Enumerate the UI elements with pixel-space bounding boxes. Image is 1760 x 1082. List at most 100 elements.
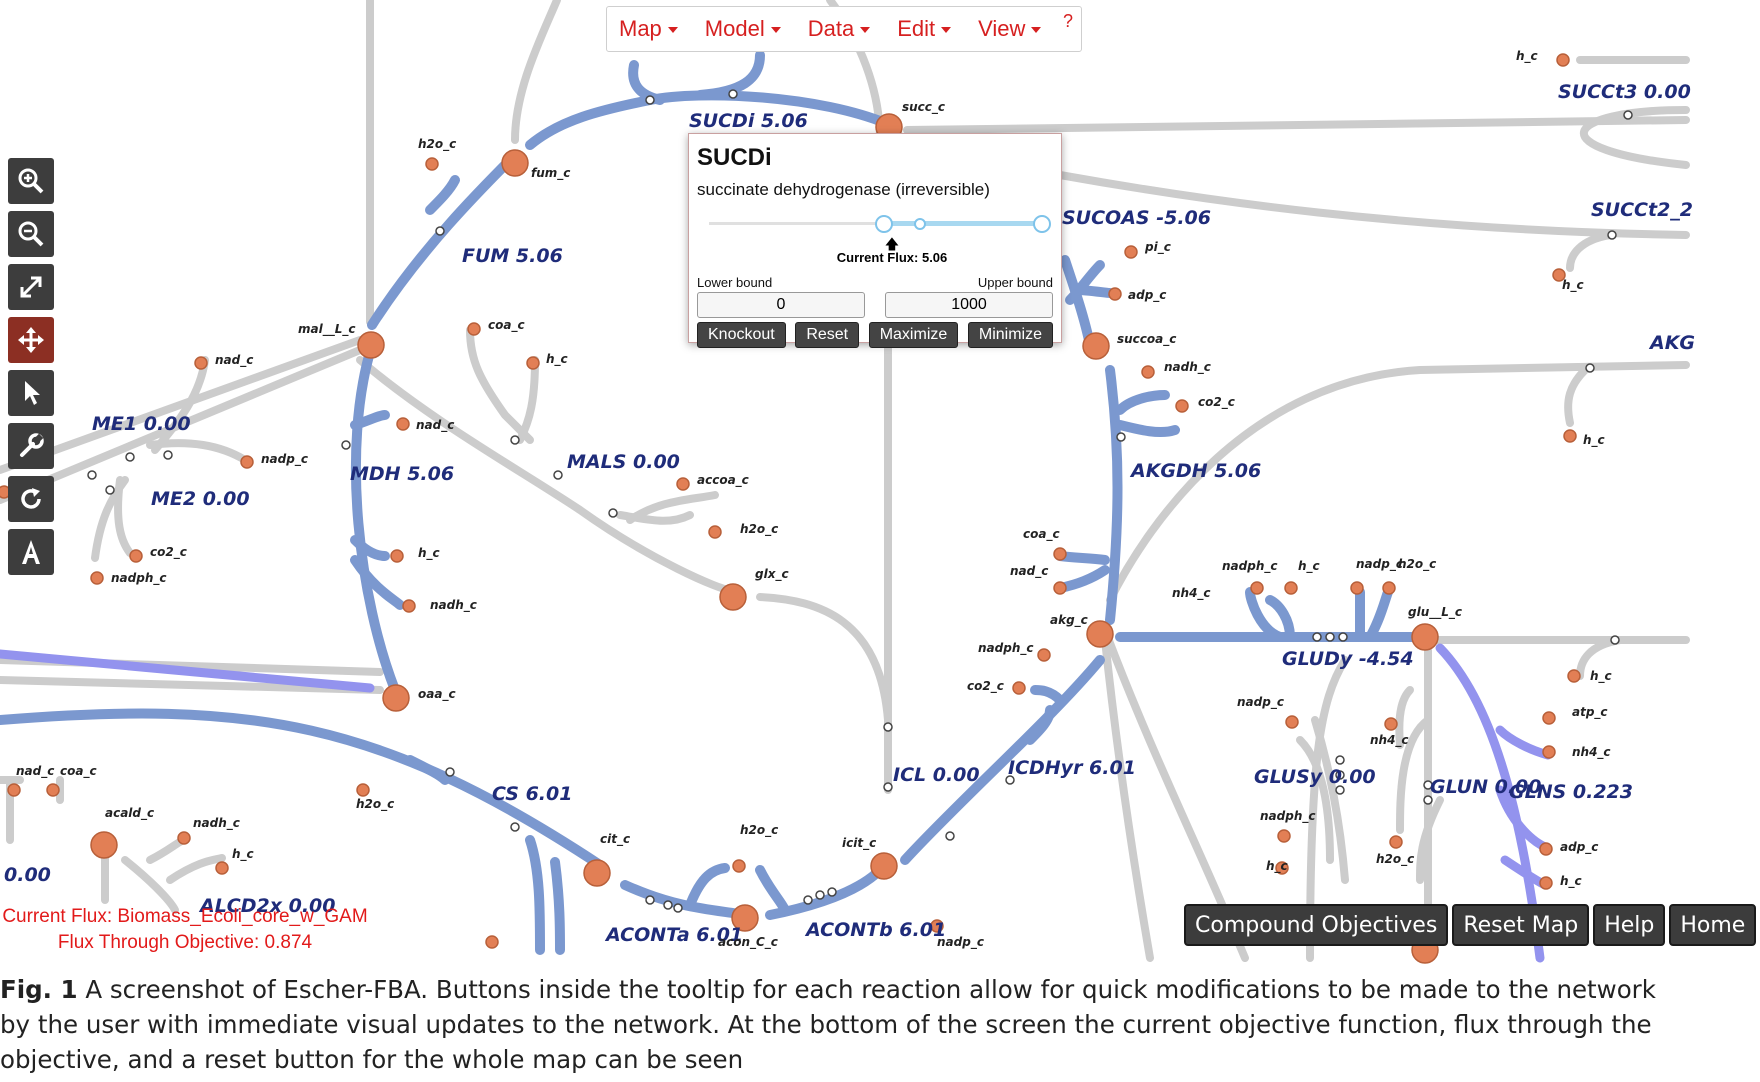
upper-bound-handle[interactable]	[1033, 215, 1051, 233]
metabolite-label: nh4_c	[1172, 586, 1211, 601]
metabolite-label: co2_c	[967, 679, 1004, 694]
minimize-button[interactable]: Minimize	[967, 322, 1053, 348]
metabolic-map-svg[interactable]: SUCDi 5.06 FUM 5.06 MDH 5.06 MALS 0.00 M…	[0, 0, 1695, 964]
menu-help-link[interactable]: ?	[1062, 11, 1073, 31]
lower-bound-input[interactable]	[697, 292, 865, 318]
metabolite-label: nadp_c	[1356, 557, 1403, 572]
menu-data[interactable]: Data	[808, 16, 871, 42]
metabolite-label: adp_c	[1128, 288, 1166, 303]
home-button[interactable]: Home	[1669, 904, 1757, 946]
text-tool-button[interactable]	[8, 529, 54, 575]
metabolite-label: nadp_c	[937, 935, 984, 950]
select-tool-button[interactable]	[8, 370, 54, 416]
flux-bounds-slider[interactable]	[697, 208, 1053, 238]
menu-map-label: Map	[619, 16, 662, 41]
help-button[interactable]: Help	[1593, 904, 1666, 946]
objective-status: Current Flux: Biomass_Ecoli_core_w_GAM F…	[0, 904, 370, 956]
metabolite-label: acon_C_c	[718, 935, 778, 950]
reaction-label: AKG	[1648, 332, 1695, 354]
metabolite-label: nadph_c	[111, 571, 166, 586]
menu-edit[interactable]: Edit	[897, 16, 952, 42]
metabolite-label: nadh_c	[193, 816, 240, 831]
text-tool-icon	[22, 540, 40, 564]
metabolite-label: nadph_c	[1260, 809, 1315, 824]
metabolite-label: glu__L_c	[1408, 605, 1462, 620]
metabolite-label: h2o_c	[1376, 852, 1414, 867]
lower-bound-handle[interactable]	[875, 215, 893, 233]
zoom-out-button[interactable]	[8, 211, 54, 257]
current-flux-handle	[914, 218, 926, 230]
pan-tool-button[interactable]	[8, 317, 54, 363]
reaction-label: AKGDH 5.06	[1129, 460, 1261, 482]
metabolite-label: akg_c	[1050, 613, 1088, 628]
compound-objectives-button[interactable]: Compound Objectives	[1184, 904, 1449, 946]
tooltip-buttons: Knockout Reset Maximize Minimize	[697, 322, 1053, 348]
zoom-in-button[interactable]	[8, 158, 54, 204]
metabolite-label: icit_c	[842, 836, 876, 851]
wrench-tool-button[interactable]	[8, 423, 54, 469]
tooltip-current-flux: Current Flux: 5.06	[836, 250, 948, 265]
rotate-tool-button[interactable]	[8, 476, 54, 522]
zoom-in-icon	[18, 168, 44, 194]
figure-caption: Fig. 1 A screenshot of Escher-FBA. Butto…	[0, 972, 1686, 1077]
metabolite-label: nad_c	[16, 764, 54, 779]
reaction-label: GLNS 0.223	[1509, 781, 1633, 803]
purple-reaction-paths	[0, 643, 1553, 963]
menu-view[interactable]: View	[978, 16, 1042, 42]
reaction-label: ME2 0.00	[151, 488, 250, 510]
metabolite-label: atp_c	[1572, 705, 1608, 720]
metabolite-label: adp_c	[1560, 840, 1598, 855]
reaction-label: SUCCt2_2	[1591, 199, 1693, 221]
tooltip-reaction-name: succinate dehydrogenase (irreversible)	[697, 180, 990, 199]
fit-screen-button[interactable]	[8, 264, 54, 310]
upper-bound-label: Upper bound	[977, 275, 1053, 290]
metabolite-label: nadph_c	[1222, 559, 1277, 574]
metabolite-label: nadh_c	[430, 598, 477, 613]
metabolite-label: nadp_c	[261, 452, 308, 467]
metabolite-label: co2_c	[150, 545, 187, 560]
current-objective-text: Current Flux: Biomass_Ecoli_core_w_GAM	[2, 906, 368, 927]
metabolite-label: coa_c	[1023, 527, 1060, 542]
metabolite-label: oaa_c	[418, 687, 456, 702]
up-arrow-icon: 🡅	[884, 236, 900, 252]
reaction-label: GLUDy -4.54	[1282, 648, 1414, 670]
metabolite-labels: succ_c fum_c h2o_c mal__L_c nad_c nadp_c…	[16, 49, 1612, 950]
metabolite-label: h2o_c	[740, 823, 778, 838]
pan-tool-icon	[18, 327, 44, 353]
metabolite-label: pi_c	[1144, 240, 1171, 255]
metabolite-label: nad_c	[416, 418, 454, 433]
reset-map-button[interactable]: Reset Map	[1452, 904, 1590, 946]
active-reaction-paths	[0, 50, 1425, 955]
fit-screen-icon	[20, 276, 42, 298]
metabolite-label: h2o_c	[356, 797, 394, 812]
reset-button[interactable]: Reset	[795, 322, 860, 348]
knockout-button[interactable]: Knockout	[697, 322, 786, 348]
metabolite-label: h_c	[546, 352, 568, 367]
metabolite-label: co2_c	[1198, 395, 1235, 410]
slider-range	[883, 221, 1047, 226]
upper-bound-input[interactable]	[885, 292, 1053, 318]
reaction-label: FUM 5.06	[462, 245, 563, 267]
caret-down-icon	[667, 27, 678, 34]
caret-down-icon	[860, 27, 871, 34]
metabolite-label: nadph_c	[978, 641, 1033, 656]
metabolite-label: h_c	[1562, 278, 1584, 293]
zoom-out-icon	[18, 221, 44, 247]
caret-down-icon	[941, 27, 952, 34]
tooltip-reaction-id: SUCDi	[697, 144, 772, 171]
reaction-label: MDH 5.06	[350, 463, 454, 485]
metabolite-label: accoa_c	[697, 473, 749, 488]
caret-down-icon	[1031, 27, 1042, 34]
reaction-label: GLUN 0.00	[1430, 776, 1542, 798]
metabolite-label: h_c	[1583, 433, 1605, 448]
metabolite-label: nad_c	[215, 353, 253, 368]
maximize-button[interactable]: Maximize	[868, 322, 959, 348]
metabolite-label: fum_c	[531, 166, 570, 181]
menu-map[interactable]: Map	[619, 16, 678, 42]
reaction-label: SUCCt3 0.00	[1558, 81, 1691, 103]
caret-down-icon	[770, 27, 781, 34]
bounds-labels: Lower bound Upper bound	[697, 275, 1053, 290]
metabolite-label: h_c	[1560, 874, 1582, 889]
top-menu-bar: Map Model Data Edit View ?	[606, 6, 1082, 52]
menu-model[interactable]: Model	[705, 16, 781, 42]
